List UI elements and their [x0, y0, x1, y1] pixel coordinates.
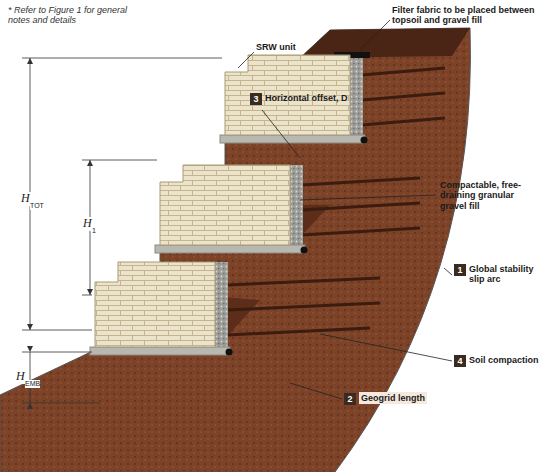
dimension-subscript: TOT — [30, 202, 44, 210]
srw-wall — [95, 55, 350, 347]
part-name: Global stability slip arc — [469, 264, 541, 285]
part-name: Soil compaction — [469, 355, 539, 365]
gravel-fill — [350, 58, 363, 142]
leader-line — [238, 20, 452, 399]
general-note: * Refer to Figure 1 for general notes an… — [8, 5, 148, 26]
part-name: Horizontal offset, D — [265, 93, 348, 103]
footing — [90, 347, 230, 355]
callout-number: 3 — [250, 93, 262, 105]
part-name: Geogrid length — [359, 392, 427, 404]
part-name: Compactable, free-draining granular grav… — [440, 180, 522, 211]
dimension-subscript: 1 — [92, 227, 96, 235]
topsoil-surface — [300, 28, 470, 58]
footing — [155, 245, 305, 253]
dimension-arrow — [27, 58, 93, 409]
callout-number: 2 — [344, 393, 356, 405]
footing — [220, 135, 365, 143]
part-name: Filter fabric to be placed between topso… — [392, 5, 544, 26]
gravel-fill — [215, 262, 228, 352]
drain-pipe — [226, 137, 368, 356]
callout-number: 1 — [454, 264, 466, 276]
callout-number: 4 — [454, 355, 466, 367]
gravel-fill — [290, 165, 303, 250]
dimension-line — [22, 58, 222, 403]
dimension-subscript: EMB — [25, 380, 40, 388]
soil-mass — [0, 28, 470, 472]
part-name: SRW unit — [256, 42, 296, 52]
